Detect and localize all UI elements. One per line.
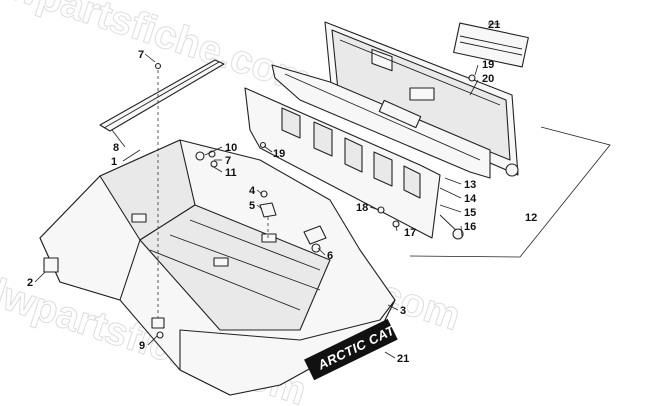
callout-9: 9 — [139, 340, 145, 352]
callout-20: 20 — [482, 73, 494, 85]
callout-16: 16 — [464, 221, 476, 233]
callout-4: 4 — [249, 185, 256, 197]
callout-10: 10 — [225, 142, 237, 154]
cargo-box — [39, 139, 396, 396]
callout-14: 14 — [464, 193, 477, 205]
callout-2: 2 — [27, 277, 33, 289]
callout-1: 1 — [111, 156, 117, 168]
tailgate-inner-frame — [271, 64, 491, 179]
callout-7-top: 7 — [138, 49, 144, 61]
callout-17: 17 — [404, 227, 416, 239]
callout-13: 13 — [464, 179, 476, 191]
callout-7-mid: 7 — [225, 155, 231, 167]
callout-21-bottom: 21 — [397, 353, 409, 365]
leader-lines — [34, 23, 500, 359]
tailgate-outer — [324, 21, 519, 177]
callout-labels: 21 7 19 20 8 10 1 7 11 19 13 14 4 5 18 1… — [27, 19, 537, 365]
assembly-bracket-12 — [409, 126, 611, 258]
callout-19-mid: 19 — [273, 148, 285, 160]
callout-18: 18 — [356, 202, 368, 214]
bracket-6 — [303, 225, 327, 253]
callout-11: 11 — [225, 167, 237, 179]
callout-8: 8 — [113, 142, 119, 154]
tailgate-panel — [244, 87, 464, 240]
decal-blank — [453, 22, 529, 68]
callout-12: 12 — [525, 212, 537, 224]
strap-rail — [99, 59, 225, 132]
callout-19-top: 19 — [482, 59, 494, 71]
callout-15: 15 — [464, 207, 476, 219]
callout-5: 5 — [249, 200, 255, 212]
callout-6: 6 — [327, 250, 333, 262]
watermark-text-1: blwpartsfiche.com — [0, 0, 317, 103]
callout-3: 3 — [400, 305, 406, 317]
callout-21-top: 21 — [488, 19, 500, 31]
